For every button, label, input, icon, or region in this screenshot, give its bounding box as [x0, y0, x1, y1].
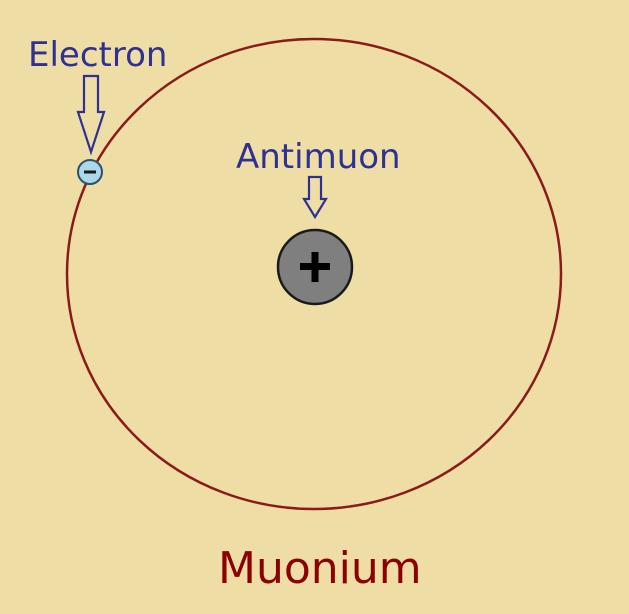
plus-icon-vertical [311, 252, 319, 282]
minus-icon [84, 170, 96, 174]
electron-orbit [65, 37, 563, 511]
antimuon-label: Antimuon [236, 137, 401, 177]
electron-arrow-icon [76, 74, 106, 156]
electron-label: Electron [28, 35, 167, 75]
antimuon-arrow-icon [302, 175, 328, 220]
diagram-title: Muonium [218, 543, 422, 594]
electron-particle [77, 159, 103, 185]
antimuon-particle [276, 228, 354, 306]
